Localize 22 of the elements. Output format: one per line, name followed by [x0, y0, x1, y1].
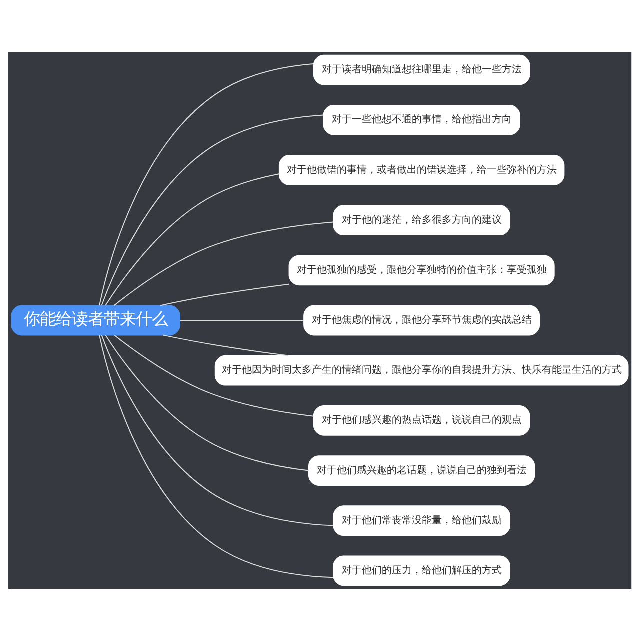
node-box: 对于读者明确知道想往哪里走，给他一些方法 — [313, 54, 530, 85]
connector — [114, 221, 334, 306]
node-box: 对于他的迷茫，给多很多方向的建议 — [333, 204, 510, 236]
connector — [99, 62, 314, 306]
connector — [105, 334, 310, 471]
connector — [105, 173, 280, 306]
connector — [99, 334, 334, 578]
node-box: 对于他因为时间太多产生的情绪问题，跟他分享你的自我提升方法、快乐有能量生活的方式 — [214, 354, 629, 386]
node-box: 对于他们常丧常没能量，给他们鼓励 — [333, 505, 510, 536]
connector — [101, 114, 324, 306]
node-box: 对于他焦虑的情况，跟他分享环节焦虑的实战总结 — [304, 304, 540, 336]
node-box: 对于他们感兴趣的热点话题，说说自己的观点 — [313, 404, 530, 436]
connector — [160, 283, 290, 306]
node-box: 对于一些他想不通的事情，给他指出方向 — [323, 104, 520, 135]
node-box: 对于他们的压力，给他们解压的方式 — [333, 555, 510, 586]
connector — [114, 334, 314, 416]
node-box: 对于他们感兴趣的老话题，说说自己的独到看法 — [308, 455, 536, 486]
node-box: 你能给读者带来什么 — [11, 304, 180, 336]
node-box: 对于他孤独的感受，跟他分享独特的价值主张：享受孤独 — [288, 254, 555, 286]
node-box: 对于他做错的事情，或者做出的错误选择，给一些弥补的方法 — [278, 154, 565, 185]
connector — [162, 334, 289, 356]
connector — [101, 334, 334, 526]
